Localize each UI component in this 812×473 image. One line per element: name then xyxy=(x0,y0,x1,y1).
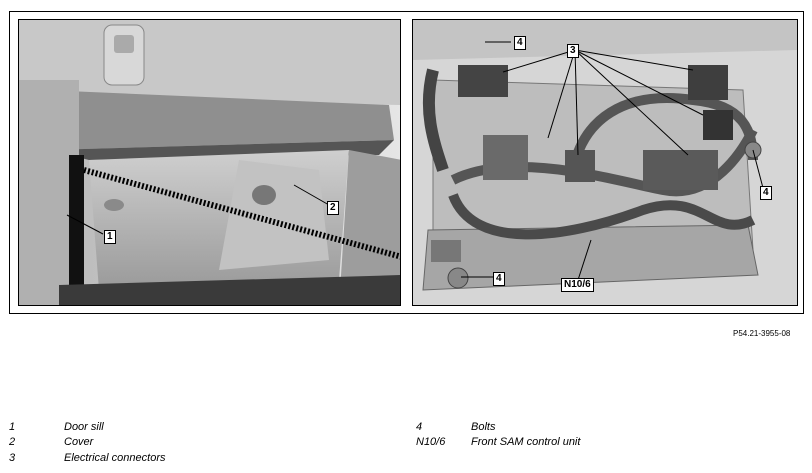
figure-reference: P54.21-3955-08 xyxy=(733,329,791,338)
legend-number: 4 xyxy=(416,421,423,433)
legend-text: Door sill xyxy=(64,421,104,433)
legend-left: 1 Door sill 2 Cover 3 Electrical connect… xyxy=(9,421,389,469)
callout-4-bottom: 4 xyxy=(493,272,505,286)
callout-3: 3 xyxy=(567,44,579,58)
legend-text: Electrical connectors xyxy=(64,452,166,464)
callout-4-right: 4 xyxy=(760,186,772,200)
callout-1: 1 xyxy=(104,230,116,244)
callout-2: 2 xyxy=(327,201,339,215)
legend-number: 3 xyxy=(9,452,16,464)
callout-n10-6: N10/6 xyxy=(561,278,594,292)
right-photo-panel: 4 3 4 4 N10/6 xyxy=(412,19,798,306)
legend-text: Front SAM control unit xyxy=(471,436,581,448)
callout-4-top: 4 xyxy=(514,36,526,50)
legend-right: 4 Bolts N10/6 Front SAM control unit xyxy=(416,421,796,453)
legend-number: 2 xyxy=(9,436,16,448)
left-photo-panel: 1 2 xyxy=(18,19,401,306)
footwell-illustration xyxy=(19,20,400,305)
legend-text: Bolts xyxy=(471,421,496,433)
legend-number: 1 xyxy=(9,421,16,433)
legend-number: N10/6 xyxy=(416,436,446,448)
sam-unit-illustration xyxy=(413,20,797,305)
legend-text: Cover xyxy=(64,436,94,448)
